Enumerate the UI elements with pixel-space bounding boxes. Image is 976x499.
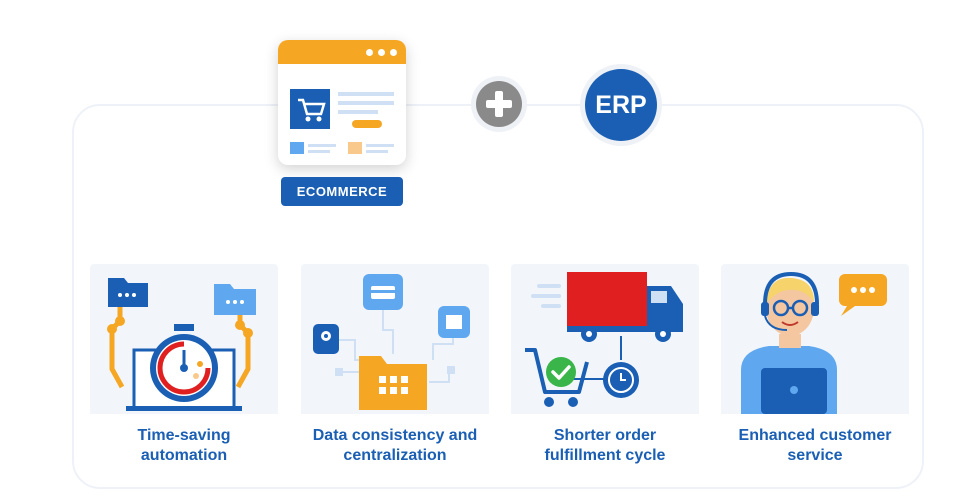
data-folder-network-icon	[313, 274, 470, 410]
storefront-page-icon	[290, 89, 394, 154]
window-dot-icon	[366, 49, 373, 56]
benefit-label: Data consistency and centralization	[301, 414, 489, 477]
erp-badge: ERP	[585, 69, 657, 141]
benefit-card-customer-service: Enhanced customer service	[721, 264, 909, 477]
benefit-card-automation: Time-saving automation	[90, 264, 278, 477]
delivery-truck-cart-icon	[525, 272, 683, 407]
stopwatch-robot-icon	[107, 278, 256, 411]
support-agent-icon	[741, 271, 887, 414]
ecommerce-label: ECOMMERCE	[281, 177, 403, 206]
ecommerce-window-icon	[278, 40, 406, 165]
window-dot-icon	[390, 49, 397, 56]
benefit-label: Time-saving automation	[90, 414, 278, 477]
benefit-label: Shorter order fulfillment cycle	[511, 414, 699, 477]
browser-title-bar	[278, 40, 406, 64]
benefit-card-fulfillment: Shorter order fulfillment cycle	[511, 264, 699, 477]
benefit-label: Enhanced customer service	[721, 414, 909, 477]
plus-icon	[476, 81, 522, 127]
benefit-card-data: Data consistency and centralization	[301, 264, 489, 477]
window-dot-icon	[378, 49, 385, 56]
